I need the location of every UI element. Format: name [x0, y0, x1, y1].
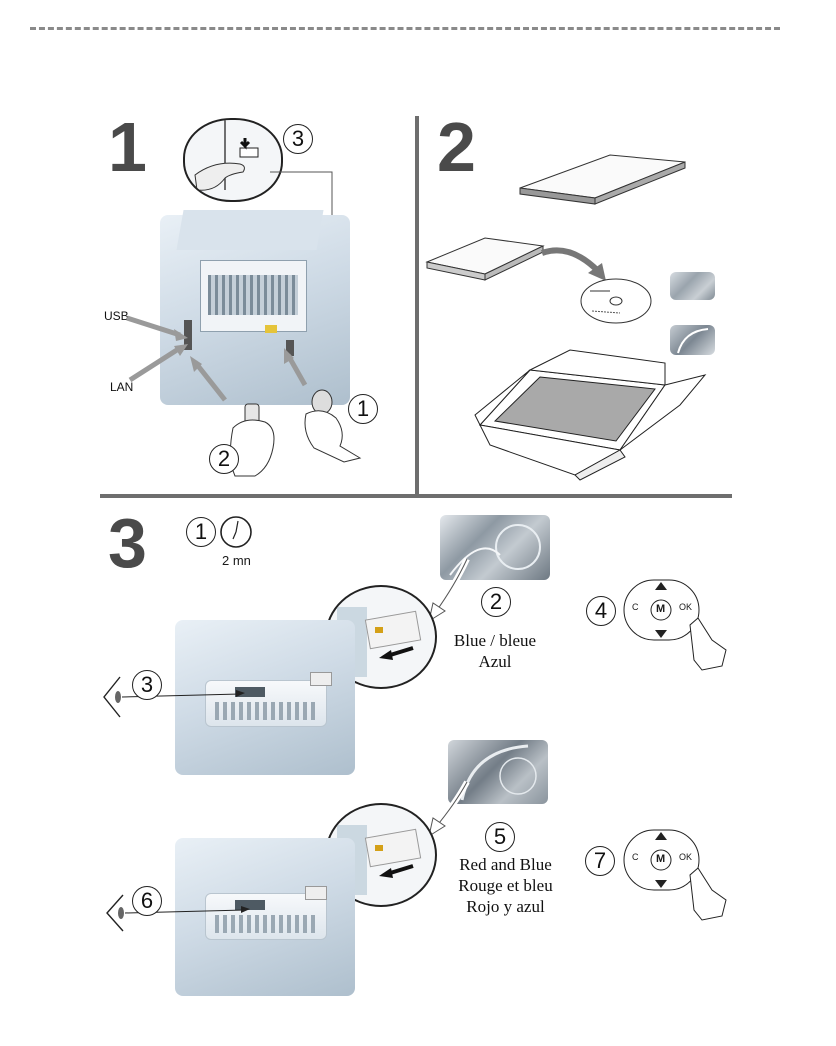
callout-3-4: 4: [586, 596, 616, 626]
cd-icon: [580, 277, 652, 325]
smart-card-icon: [670, 272, 715, 300]
quick-guide-leaflet: [425, 232, 550, 292]
manual-booklet: [515, 150, 690, 210]
vertical-divider: [415, 116, 419, 496]
callout-1: 1: [348, 394, 378, 424]
callout-3-5: 5: [485, 822, 515, 852]
callout-2: 2: [209, 444, 239, 474]
blue-card-caption: Blue / bleue Azul: [440, 630, 550, 672]
smart-card-icon: [305, 886, 327, 900]
hand-icon: [185, 120, 281, 200]
top-dashed-rule: [30, 27, 780, 30]
arrow-icon: [425, 555, 475, 625]
keypad-icon: [622, 570, 732, 690]
box-icon: [470, 345, 710, 480]
red-blue-card-caption: Red and Blue Rouge et bleu Rojo y azul: [443, 854, 568, 917]
step-number-3: 3: [108, 508, 147, 578]
wait-time-label: 2 mn: [222, 553, 251, 568]
eye-icon: [100, 675, 250, 720]
keypad-m-key: M: [656, 853, 665, 865]
arrow-icon: [100, 300, 320, 410]
callout-3-3: 3: [132, 670, 162, 700]
step-number-1: 1: [108, 112, 147, 182]
step-number-2: 2: [437, 112, 476, 182]
keypad-ok-key: OK: [679, 852, 692, 862]
callout-3: 3: [283, 124, 313, 154]
callout-3-2: 2: [481, 587, 511, 617]
callout-3-7: 7: [585, 846, 615, 876]
keypad-icon: [622, 820, 732, 940]
keypad-ok-key: OK: [679, 602, 692, 612]
smart-card-icon: [310, 672, 332, 686]
keypad-m-key: M: [656, 603, 665, 615]
clock-icon: [219, 515, 253, 549]
keypad-c-key: C: [632, 852, 639, 862]
power-switch-callout: [183, 118, 283, 202]
callout-3-6: 6: [132, 886, 162, 916]
arrow-icon: [425, 780, 475, 840]
keypad-c-key: C: [632, 602, 639, 612]
eye-icon: [105, 893, 255, 938]
horizontal-divider: [100, 494, 732, 498]
callout-3-1: 1: [186, 517, 216, 547]
